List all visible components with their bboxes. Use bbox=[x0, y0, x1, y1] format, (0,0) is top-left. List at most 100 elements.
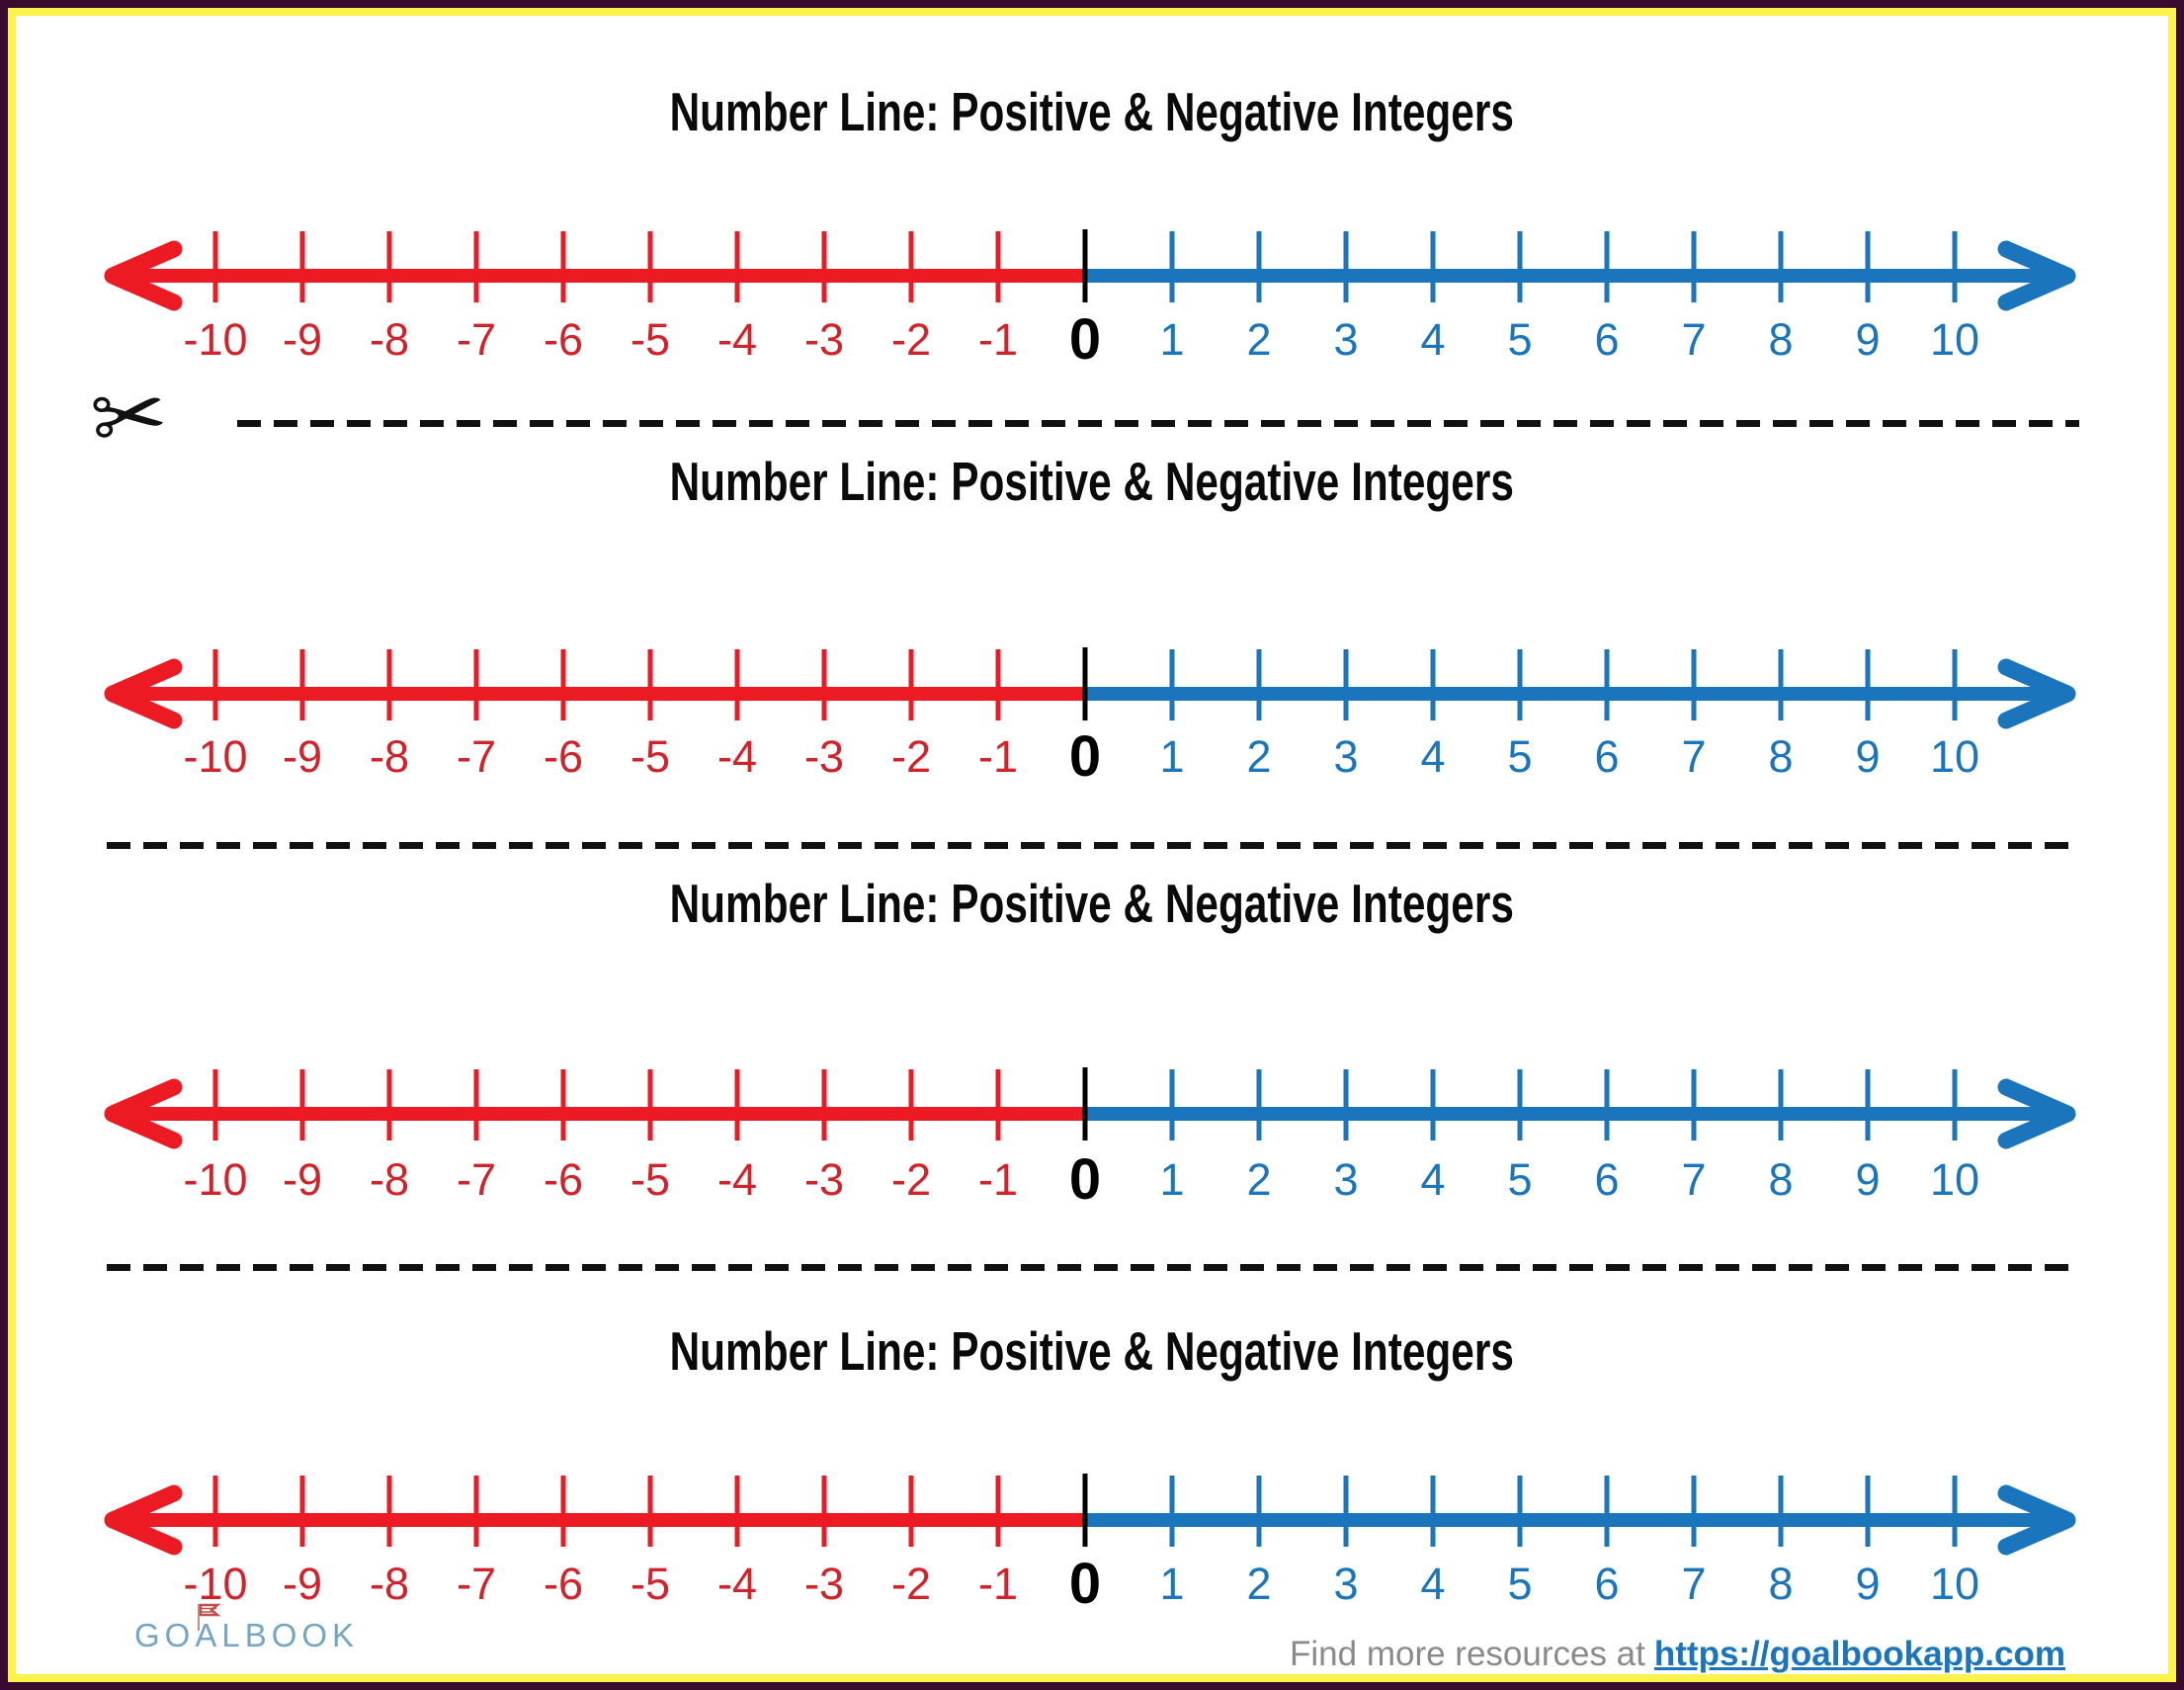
number-label-9: 9 bbox=[1855, 1559, 1881, 1609]
number-label-1: 1 bbox=[1159, 731, 1185, 782]
number-label-10: 10 bbox=[1929, 1559, 1980, 1609]
right-arrow-icon bbox=[1997, 240, 2076, 311]
number-label-6: 6 bbox=[1594, 1559, 1620, 1609]
number-label-3: 3 bbox=[1333, 1154, 1359, 1205]
number-label--3: -3 bbox=[803, 1559, 844, 1609]
section-title: Number Line: Positive & Negative Integer… bbox=[669, 1320, 1515, 1382]
section-title: Number Line: Positive & Negative Integer… bbox=[669, 81, 1515, 142]
number-label-0: 0 bbox=[1068, 1147, 1102, 1212]
number-label-5: 5 bbox=[1507, 731, 1533, 782]
number-label--6: -6 bbox=[543, 1559, 583, 1609]
number-label--5: -5 bbox=[630, 1154, 670, 1205]
number-label-2: 2 bbox=[1246, 1154, 1272, 1205]
section-title: Number Line: Positive & Negative Integer… bbox=[669, 451, 1515, 512]
number-label--9: -9 bbox=[282, 1559, 322, 1609]
number-label-2: 2 bbox=[1246, 1559, 1272, 1609]
number-line bbox=[104, 1067, 2076, 1149]
number-label--5: -5 bbox=[630, 1559, 670, 1609]
number-label-7: 7 bbox=[1681, 1559, 1707, 1609]
number-label-5: 5 bbox=[1507, 1559, 1533, 1609]
number-label--2: -2 bbox=[890, 314, 931, 365]
number-label-3: 3 bbox=[1333, 1559, 1359, 1609]
number-label--1: -1 bbox=[977, 314, 1018, 365]
number-label--9: -9 bbox=[282, 314, 322, 365]
number-label--8: -8 bbox=[369, 731, 409, 782]
number-label-5: 5 bbox=[1507, 314, 1533, 365]
number-label-4: 4 bbox=[1420, 314, 1446, 365]
number-label--8: -8 bbox=[369, 1154, 409, 1205]
cut-line bbox=[107, 1264, 2079, 1271]
number-label-0: 0 bbox=[1068, 724, 1102, 789]
number-label-2: 2 bbox=[1246, 314, 1272, 365]
number-label-3: 3 bbox=[1333, 314, 1359, 365]
number-label-4: 4 bbox=[1420, 1154, 1446, 1205]
section-title-row: Number Line: Positive & Negative Integer… bbox=[8, 80, 2176, 143]
number-label-8: 8 bbox=[1768, 1559, 1794, 1609]
number-label-0: 0 bbox=[1068, 1552, 1102, 1616]
left-arrow-icon bbox=[104, 1078, 183, 1149]
number-label-8: 8 bbox=[1768, 1154, 1794, 1205]
number-label-6: 6 bbox=[1594, 1154, 1620, 1205]
number-label--7: -7 bbox=[456, 314, 496, 365]
left-arrow-icon bbox=[104, 1484, 183, 1556]
number-label--7: -7 bbox=[456, 731, 496, 782]
number-label-6: 6 bbox=[1594, 731, 1620, 782]
number-label-0: 0 bbox=[1068, 307, 1102, 372]
number-label-2: 2 bbox=[1246, 731, 1272, 782]
number-line bbox=[104, 1474, 2076, 1556]
number-label-7: 7 bbox=[1681, 1154, 1707, 1205]
number-label--3: -3 bbox=[803, 1154, 844, 1205]
number-label--9: -9 bbox=[282, 731, 322, 782]
cut-line bbox=[107, 842, 2079, 849]
number-label-9: 9 bbox=[1855, 1154, 1881, 1205]
number-label--8: -8 bbox=[369, 1559, 409, 1609]
goalbook-logo-text: GOALBOOK bbox=[134, 1617, 360, 1653]
number-label--5: -5 bbox=[630, 731, 670, 782]
section-title: Number Line: Positive & Negative Integer… bbox=[669, 873, 1515, 934]
number-label--10: -10 bbox=[183, 731, 248, 782]
number-label-9: 9 bbox=[1855, 314, 1881, 365]
number-label--1: -1 bbox=[977, 731, 1018, 782]
number-line bbox=[104, 229, 2076, 311]
number-label--2: -2 bbox=[890, 731, 931, 782]
number-label-9: 9 bbox=[1855, 731, 1881, 782]
worksheet-content: Number Line: Positive & Negative Integer… bbox=[8, 8, 2176, 1682]
number-label--7: -7 bbox=[456, 1559, 496, 1609]
number-label--3: -3 bbox=[803, 314, 844, 365]
number-label-6: 6 bbox=[1594, 314, 1620, 365]
goalbook-link[interactable]: https://goalbookapp.com bbox=[1653, 1635, 2065, 1673]
number-label--10: -10 bbox=[183, 314, 248, 365]
number-label--4: -4 bbox=[716, 314, 757, 365]
number-label--1: -1 bbox=[977, 1559, 1018, 1609]
number-label--2: -2 bbox=[890, 1559, 931, 1609]
number-line bbox=[104, 647, 2076, 729]
section-title-row: Number Line: Positive & Negative Integer… bbox=[8, 1319, 2176, 1383]
goalbook-logo: GOALBOOK bbox=[134, 1603, 360, 1660]
section-title-row: Number Line: Positive & Negative Integer… bbox=[8, 450, 2176, 513]
number-label-4: 4 bbox=[1420, 1559, 1446, 1609]
number-label-7: 7 bbox=[1681, 731, 1707, 782]
left-arrow-icon bbox=[104, 240, 183, 311]
flag-icon bbox=[198, 1603, 221, 1631]
number-label-1: 1 bbox=[1159, 1559, 1185, 1609]
number-label-3: 3 bbox=[1333, 731, 1359, 782]
cut-line bbox=[237, 420, 2079, 427]
number-label--8: -8 bbox=[369, 314, 409, 365]
scissors-icon: ✂ bbox=[85, 360, 173, 473]
number-label--10: -10 bbox=[183, 1154, 248, 1205]
number-label-4: 4 bbox=[1420, 731, 1446, 782]
number-label-5: 5 bbox=[1507, 1154, 1533, 1205]
number-label-1: 1 bbox=[1159, 1154, 1185, 1205]
number-label-10: 10 bbox=[1929, 731, 1980, 782]
number-label--4: -4 bbox=[716, 1154, 757, 1205]
number-label--9: -9 bbox=[282, 1154, 322, 1205]
left-arrow-icon bbox=[104, 658, 183, 729]
number-label--1: -1 bbox=[977, 1154, 1018, 1205]
number-label--10: -10 bbox=[183, 1559, 248, 1609]
number-label--6: -6 bbox=[543, 314, 583, 365]
